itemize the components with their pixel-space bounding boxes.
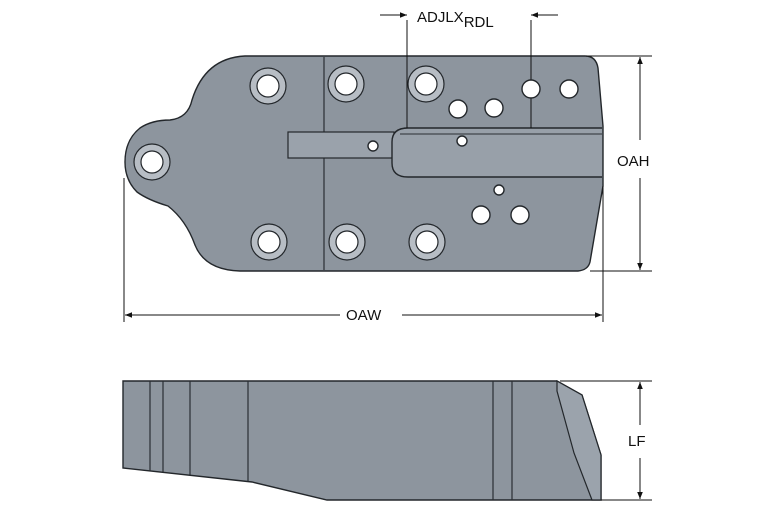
dimension-oaw: OAW xyxy=(123,178,604,324)
dimension-adjlx: ADJLXRDL xyxy=(380,9,558,31)
side-chamfer xyxy=(556,379,602,501)
mounting-holes xyxy=(133,65,446,261)
pin-hole xyxy=(456,135,468,147)
hole xyxy=(327,65,365,103)
top-view xyxy=(124,20,604,272)
small-hole xyxy=(484,98,504,118)
small-hole xyxy=(448,99,468,119)
small-hole xyxy=(521,79,541,99)
small-hole xyxy=(510,205,530,225)
side-edges xyxy=(149,381,513,500)
hole xyxy=(407,65,445,103)
lug-hole xyxy=(133,143,171,181)
hole xyxy=(408,223,446,261)
oaw-label: OAW xyxy=(346,307,382,324)
slot-channel xyxy=(391,127,602,178)
dimension-oah: OAH xyxy=(586,55,652,272)
hole xyxy=(250,223,288,261)
side-body xyxy=(122,380,602,501)
side-view xyxy=(122,379,602,501)
adjlx-label: ADJLXRDL xyxy=(417,9,494,31)
small-holes xyxy=(367,79,579,225)
lf-label: LF xyxy=(628,433,646,450)
dimension-lf: LF xyxy=(560,380,652,501)
hole xyxy=(328,223,366,261)
pin-hole xyxy=(367,140,379,152)
hole xyxy=(249,67,287,105)
small-hole xyxy=(471,205,491,225)
oah-label: OAH xyxy=(617,153,650,170)
pin-hole xyxy=(493,184,505,196)
small-hole xyxy=(559,79,579,99)
